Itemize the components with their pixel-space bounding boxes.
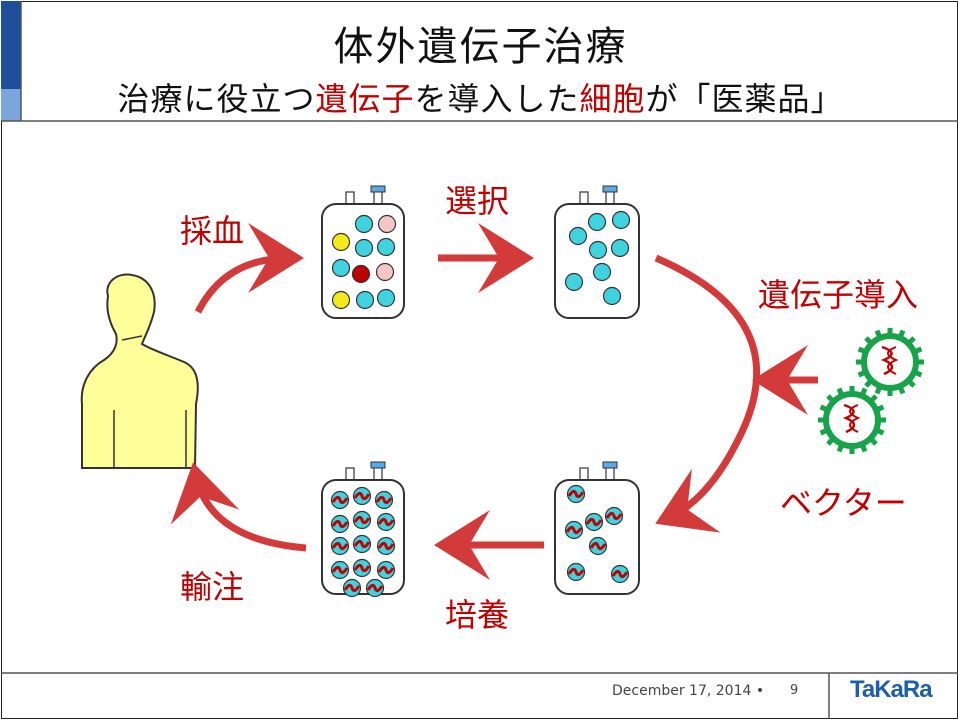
cell <box>355 290 375 310</box>
transduced-cell <box>566 484 586 504</box>
subtitle-highlight-cell: 細胞 <box>579 80 646 118</box>
cell <box>331 258 351 278</box>
cell-bag-collected <box>321 185 405 319</box>
cell-bag-transduced <box>554 461 640 595</box>
cell <box>587 212 607 232</box>
slide-title: 体外遺伝子治療 <box>333 24 628 70</box>
arrow-blood-draw <box>194 223 304 314</box>
label-blood-draw: 採血 <box>180 212 245 250</box>
cell-bag-selected <box>554 185 640 319</box>
label-vector: ベクター <box>780 484 907 522</box>
transduced-cell <box>566 562 586 582</box>
transduced-cell <box>330 514 350 534</box>
transduced-cell <box>374 490 394 510</box>
slide-subtitle: 治療に役立つ遺伝子を導入した細胞が「医薬品」 <box>0 74 961 120</box>
patient-neck-line <box>121 335 143 341</box>
footer-date: December 17, 2014 • <box>612 683 765 699</box>
page-number: 9 <box>790 683 799 698</box>
transduced-cell <box>352 558 372 578</box>
arrow-infusion <box>170 462 307 552</box>
label-infusion: 輸注 <box>180 568 245 606</box>
transduced-cell <box>376 560 396 580</box>
cell <box>602 286 622 306</box>
cell <box>611 210 631 230</box>
subtitle-highlight-gene: 遺伝子 <box>315 80 415 118</box>
transduced-cell <box>330 536 350 556</box>
transduced-cell <box>352 486 372 506</box>
cell <box>354 214 374 234</box>
cell <box>564 272 584 292</box>
cell <box>376 237 396 257</box>
transduced-cell <box>352 510 372 530</box>
cell <box>376 288 396 308</box>
cell <box>588 240 608 260</box>
subtitle-part: が「医薬品」 <box>645 80 844 118</box>
transduced-cell <box>330 560 350 580</box>
cell <box>610 238 630 258</box>
side-accent-bar <box>1 1 22 121</box>
label-culture: 培養 <box>445 596 510 634</box>
transduced-cell <box>564 520 584 540</box>
vector-virus <box>818 386 886 454</box>
transduced-cell <box>610 564 630 584</box>
cell <box>354 238 374 258</box>
transduced-cell <box>584 512 604 532</box>
transduced-cell <box>330 490 350 510</box>
patient-silhouette <box>80 273 199 469</box>
transduced-cell <box>352 534 372 554</box>
transduced-cell <box>376 512 396 532</box>
cell-bag-expanded <box>321 461 405 598</box>
label-selection: 選択 <box>445 182 510 220</box>
transduced-cell <box>365 578 385 598</box>
vector-virus <box>856 328 924 396</box>
label-gene-transfer: 遺伝子導入 <box>758 276 919 314</box>
company-logo: TaKaRa <box>850 676 933 703</box>
subtitle-part: を導入した <box>414 80 580 118</box>
transduced-cell <box>342 578 362 598</box>
cell <box>568 226 588 246</box>
transduced-cell <box>604 506 624 526</box>
cell <box>375 262 395 282</box>
cell <box>331 232 351 252</box>
cell <box>377 214 397 234</box>
transduced-cell <box>376 536 396 556</box>
cell <box>592 262 612 282</box>
cell <box>351 264 371 284</box>
subtitle-part: 治療に役立つ <box>117 80 316 118</box>
transduced-cell <box>588 536 608 556</box>
arrow-gene-transfer <box>654 254 761 533</box>
cell <box>331 290 351 310</box>
